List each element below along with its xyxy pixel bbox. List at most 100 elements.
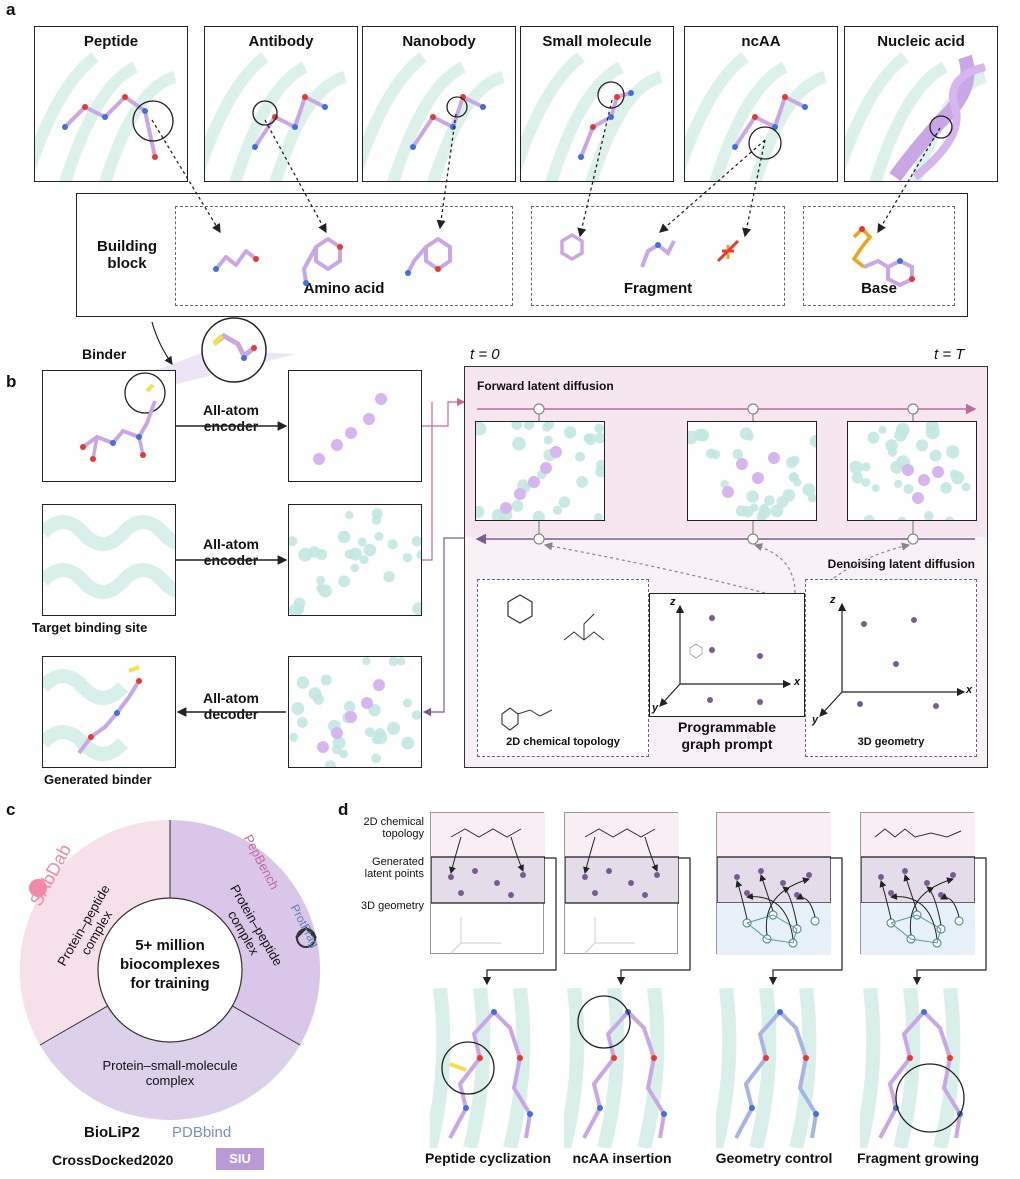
geometry-label: 3D geometry: [857, 736, 925, 748]
panel-label-b: b: [6, 372, 17, 391]
building-block-box: Building block Amino acid Fragment Base: [76, 193, 968, 317]
amino-acid-label: Amino acid: [303, 280, 385, 297]
modality-structure: [35, 52, 177, 181]
task-schema: [860, 812, 975, 955]
tT-label: t = T: [934, 346, 965, 363]
fragment-group: Fragment: [531, 206, 785, 306]
base-group: Base: [803, 206, 955, 306]
geometry-axes: [819, 602, 966, 717]
task-structure-drawing: [716, 988, 819, 1148]
modality-structure: [521, 52, 663, 181]
generated-binder-box: [42, 656, 176, 768]
decoder-label: All-atom decoder: [203, 690, 259, 722]
task-schema: [564, 812, 679, 954]
modality-title: Antibody: [248, 33, 314, 50]
modality-title: Nucleic acid: [877, 33, 965, 50]
modality-structure: [363, 52, 505, 181]
fragment-label: Fragment: [623, 280, 693, 297]
topology-molecules: [501, 594, 605, 731]
diffusion-diagram: [475, 403, 977, 594]
source-pdbbind: PDBbind: [172, 1124, 232, 1141]
generated-latent-points: [289, 657, 421, 767]
binder-latent-box: [288, 370, 422, 482]
task-label: Peptide cyclization: [424, 1150, 552, 1166]
generated-binder-structure: [43, 665, 142, 761]
topology-box: 2D chemical topology: [477, 579, 649, 757]
modality-box-3: Small molecule: [520, 26, 674, 182]
latent-state-1: [475, 421, 605, 521]
base-structures: [851, 226, 915, 288]
task-structure-drawing: [430, 988, 533, 1148]
panel-label-c: c: [6, 800, 16, 819]
axis-z: z: [670, 596, 676, 608]
task-structure: [860, 988, 988, 1148]
axis-z-2: z: [830, 594, 836, 606]
binder-label: Binder: [82, 346, 127, 362]
prompt-label: Programmable graph prompt: [677, 719, 777, 752]
dataset-pie: [19, 820, 321, 1121]
latent-points-3: [849, 422, 971, 520]
building-block-label: Building block: [97, 238, 157, 272]
latent-state-2: [687, 421, 817, 521]
sector-bottom-label: Protein–small-molecule complex: [102, 1058, 238, 1088]
task-schema: [430, 812, 545, 954]
panel-label-a: a: [6, 0, 16, 19]
target-label: Target binding site: [32, 620, 148, 635]
axis-x-2: x: [966, 684, 973, 696]
base-label: Base: [861, 280, 897, 297]
task-schema-drawing: [565, 813, 679, 954]
task-label: ncAA insertion: [572, 1150, 672, 1166]
task-label: Geometry control: [715, 1150, 833, 1166]
source-siu: SIU: [216, 1148, 264, 1170]
target-latent-points: [289, 508, 421, 615]
source-crossdocked: CrossDocked2020: [52, 1152, 174, 1168]
fragment-structures: [560, 232, 740, 268]
generated-label: Generated binder: [44, 772, 152, 787]
axis-y: y: [652, 702, 659, 714]
task-structure-drawing: [860, 988, 965, 1148]
generated-latent-box: [288, 656, 422, 768]
task-schema-drawing: [861, 813, 975, 955]
task-schema: [716, 812, 831, 955]
modality-structure: [845, 52, 987, 181]
panel-label-d: d: [338, 800, 349, 819]
modality-title: Peptide: [83, 33, 139, 50]
modality-box-2: Nanobody: [362, 26, 516, 182]
target-site-box: [42, 504, 176, 616]
modality-title: ncAA: [741, 33, 781, 50]
t0-label: t = 0: [470, 346, 500, 363]
graph-prompt-axes: [659, 604, 792, 707]
axis-x: x: [794, 676, 801, 688]
row-label-geometry: 3D geometry: [361, 900, 424, 912]
geometry-box: z x y 3D geometry: [805, 579, 977, 757]
modality-title: Small molecule: [542, 33, 652, 50]
latent-points-1: [476, 422, 604, 520]
graph-prompt-box: z x y: [649, 593, 805, 717]
task-schema-drawing: [717, 813, 831, 955]
binder-structure: [80, 372, 166, 462]
target-latent-box: [288, 504, 422, 616]
amino-acid-group: Amino acid: [175, 206, 513, 306]
modality-title: Nanobody: [402, 33, 476, 50]
task-schema-drawing: [431, 813, 545, 954]
binder-structure-box: [42, 370, 176, 482]
target-helices: [43, 515, 175, 599]
modality-box-4: ncAA: [684, 26, 838, 182]
binder-latent-points: [313, 393, 387, 465]
row-label-latent: Generated latent points: [364, 856, 424, 880]
topology-label: 2D chemical topology: [506, 736, 620, 748]
latent-diffusion-box: Forward latent diffusion Denoising laten…: [464, 366, 988, 768]
source-biolip2: BioLiP2: [84, 1124, 140, 1141]
latent-state-3: [847, 421, 977, 521]
forward-diffusion-label: Forward latent diffusion: [477, 379, 614, 393]
row-label-topology: 2D chemical topology: [363, 816, 424, 840]
dataset-center-text: 5+ million biocomplexes for training: [119, 937, 221, 992]
denoise-diffusion-label: Denoising latent diffusion: [827, 557, 975, 571]
task-structure: [716, 988, 844, 1148]
amino-acid-structures: [213, 237, 452, 286]
axis-y-2: y: [812, 714, 819, 726]
latent-points-2: [688, 427, 816, 520]
task-structure-drawing: [564, 988, 667, 1148]
task-structure: [564, 988, 692, 1148]
modality-box-5: Nucleic acid: [844, 26, 998, 182]
